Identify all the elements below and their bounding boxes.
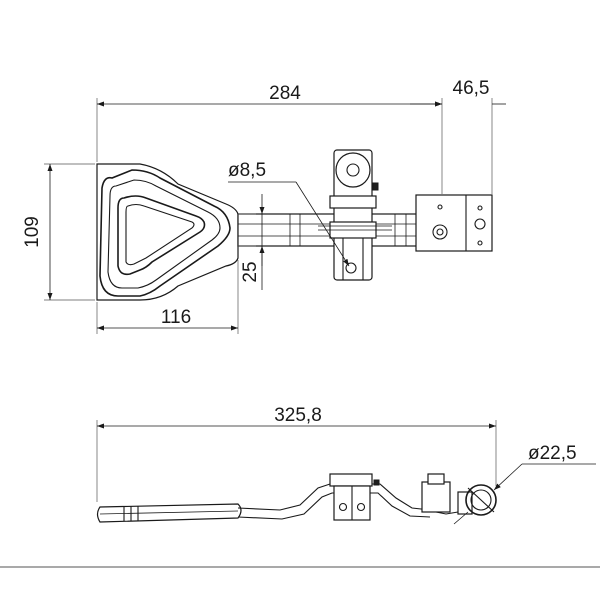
side-handle-grip <box>96 503 242 523</box>
dimension-phi-22-5: ø22,5 <box>528 443 577 464</box>
side-clamp <box>329 473 380 521</box>
dimension-total-length: 325,8 <box>96 405 497 502</box>
dimension-284: 284 <box>269 83 301 104</box>
dimension-hole-diameter: ø8,5 <box>228 160 350 267</box>
dimension-bar-width: 25 <box>238 194 265 290</box>
dimension-325-8: 325,8 <box>274 405 322 426</box>
dimension-116: 116 <box>161 307 191 328</box>
clamp-bracket <box>318 149 392 281</box>
side-hook-eye <box>465 484 497 516</box>
dimension-109: 109 <box>22 216 43 248</box>
dimension-overall-length: 284 <box>96 83 443 194</box>
dimension-hook-diameter: ø22,5 <box>453 443 596 525</box>
dimension-handle-height: 109 <box>22 163 95 301</box>
top-view: 284 46,5 ø8,5 109 25 <box>22 78 506 334</box>
dimension-handle-length: 116 <box>96 260 239 334</box>
handle-plate <box>96 163 239 301</box>
side-hook-bolt <box>421 473 473 515</box>
dimension-phi-8-5: ø8,5 <box>228 160 266 181</box>
dimension-46-5: 46,5 <box>453 78 490 99</box>
side-view: 325,8 ø22,5 <box>96 405 596 525</box>
dimension-hook-width: 46,5 <box>410 78 506 194</box>
dimension-25: 25 <box>240 261 261 282</box>
hook-plate <box>415 194 493 252</box>
